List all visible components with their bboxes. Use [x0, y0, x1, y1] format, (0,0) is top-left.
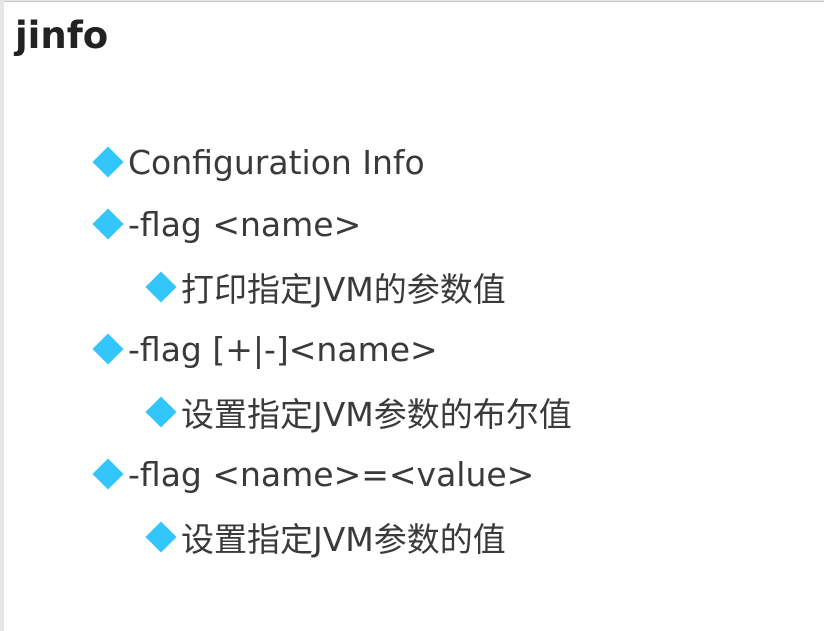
- bullet-item: -flag [+|-]<name>: [92, 324, 438, 374]
- diamond-bullet-icon: [92, 333, 124, 365]
- sub-bullet-item: 打印指定JVM的参数值: [145, 262, 506, 312]
- bullet-text: Configuration Info: [128, 142, 425, 182]
- bullet-item: Configuration Info: [92, 137, 425, 187]
- diamond-bullet-icon: [145, 271, 177, 303]
- bullet-item: -flag <name>: [92, 199, 361, 249]
- diamond-bullet-icon: [92, 458, 124, 490]
- diamond-bullet-icon: [145, 521, 177, 553]
- bullet-text: -flag [+|-]<name>: [128, 329, 438, 369]
- slide-title: jinfo: [15, 14, 109, 57]
- diamond-bullet-icon: [145, 396, 177, 428]
- bullet-text: 设置指定JVM参数的布尔值: [181, 395, 572, 434]
- bullet-text: -flag <name>=<value>: [128, 454, 535, 494]
- bullet-text: 设置指定JVM参数的值: [181, 520, 506, 559]
- sub-bullet-item: 设置指定JVM参数的值: [145, 512, 506, 562]
- diamond-bullet-icon: [92, 208, 124, 240]
- bullet-item: -flag <name>=<value>: [92, 449, 534, 499]
- diamond-bullet-icon: [92, 146, 124, 178]
- bullet-text: -flag <name>: [128, 204, 362, 244]
- slide: jinfo Configuration Info -flag <name> 打印…: [4, 1, 824, 631]
- sub-bullet-item: 设置指定JVM参数的布尔值: [145, 387, 572, 437]
- bullet-text: 打印指定JVM的参数值: [181, 270, 506, 309]
